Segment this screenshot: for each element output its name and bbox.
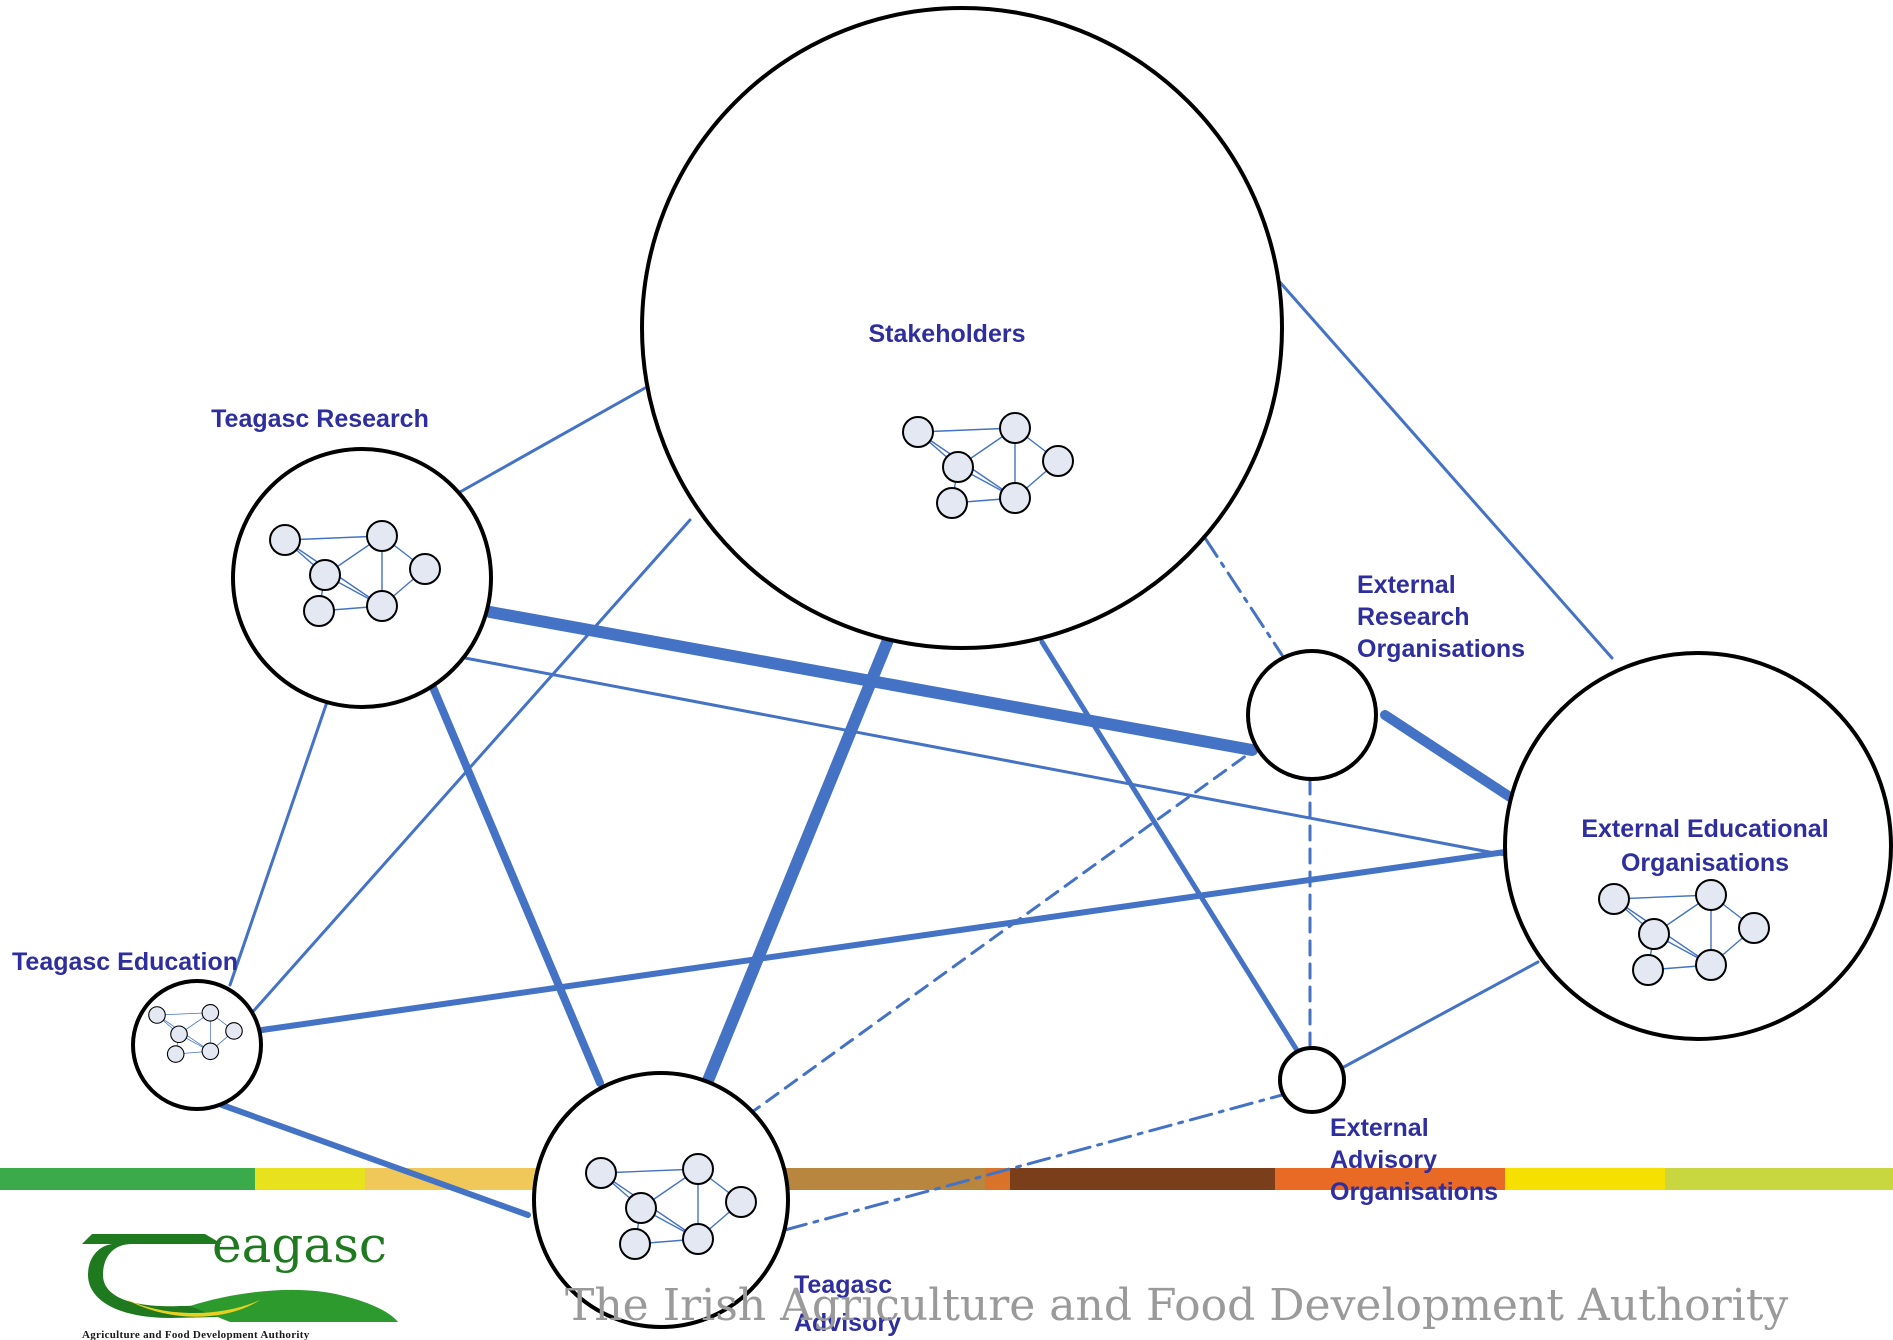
link-extadvisory-exteducational [1340,960,1540,1070]
label-external-educational-line2: Organisations [1621,849,1789,877]
link-research-education [228,700,329,987]
external-advisory-circle[interactable] [1278,1046,1346,1114]
teagasc-research-circle[interactable] [231,447,493,709]
link-extresearch-exteducational [1380,710,1515,802]
label-stakeholders: Stakeholders [868,320,1025,348]
label-external-advisory-line3: Organisations [1330,1178,1498,1206]
label-teagasc-education: Teagasc Education [12,948,238,976]
link-stakeholders-education [248,518,692,1017]
link-education-advisory [219,1102,531,1218]
label-external-educational-line1: External Educational [1581,815,1828,843]
label-teagasc-research: Teagasc Research [211,405,429,433]
logo-hill-icon [190,1289,398,1322]
link-stakeholders-advisory [701,634,894,1089]
logo-yellow-swoosh-icon [120,1296,260,1317]
stakeholders-circle[interactable] [640,6,1284,650]
link-advisory-extadvisory-dashed [783,1093,1284,1232]
label-teagasc-advisory-line2: Advisory [794,1309,901,1337]
link-research-advisory [428,681,604,1087]
link-research-exteducational [463,656,1507,857]
connection-lines [219,278,1614,1232]
external-research-circle[interactable] [1246,649,1378,781]
node-circles [131,6,1893,1329]
label-external-advisory-line1: External [1330,1114,1429,1142]
external-educational-circle[interactable] [1503,651,1893,1041]
link-stakeholders-exteducational [1276,278,1614,660]
link-education-exteducational [259,849,1508,1033]
link-stakeholders-extresearch-dashed [1203,536,1284,657]
link-research-stakeholders [458,386,647,494]
label-external-research-line3: Organisations [1357,635,1525,663]
teagasc-advisory-circle[interactable] [532,1071,790,1329]
teagasc-education-circle[interactable] [131,979,263,1111]
logo-wordmark: eagasc [212,1216,387,1274]
footer-tagline: The Irish Agriculture and Food Developme… [565,1280,1788,1331]
link-stakeholders-extadvisory [1039,639,1301,1055]
node-labels: Stakeholders Teagasc Research Teagasc Ed… [12,320,1829,1337]
label-external-research-line2: Research [1357,603,1470,631]
label-teagasc-advisory-line1: Teagasc [794,1271,892,1299]
link-advisory-extresearch-dashed [746,740,1267,1117]
label-external-advisory-line2: Advisory [1330,1146,1437,1174]
logo-subtitle: Agriculture and Food Development Authori… [82,1329,310,1340]
teagasc-logo: eagasc Agriculture and Food Development … [82,1216,398,1340]
label-external-research-line1: External [1357,571,1456,599]
